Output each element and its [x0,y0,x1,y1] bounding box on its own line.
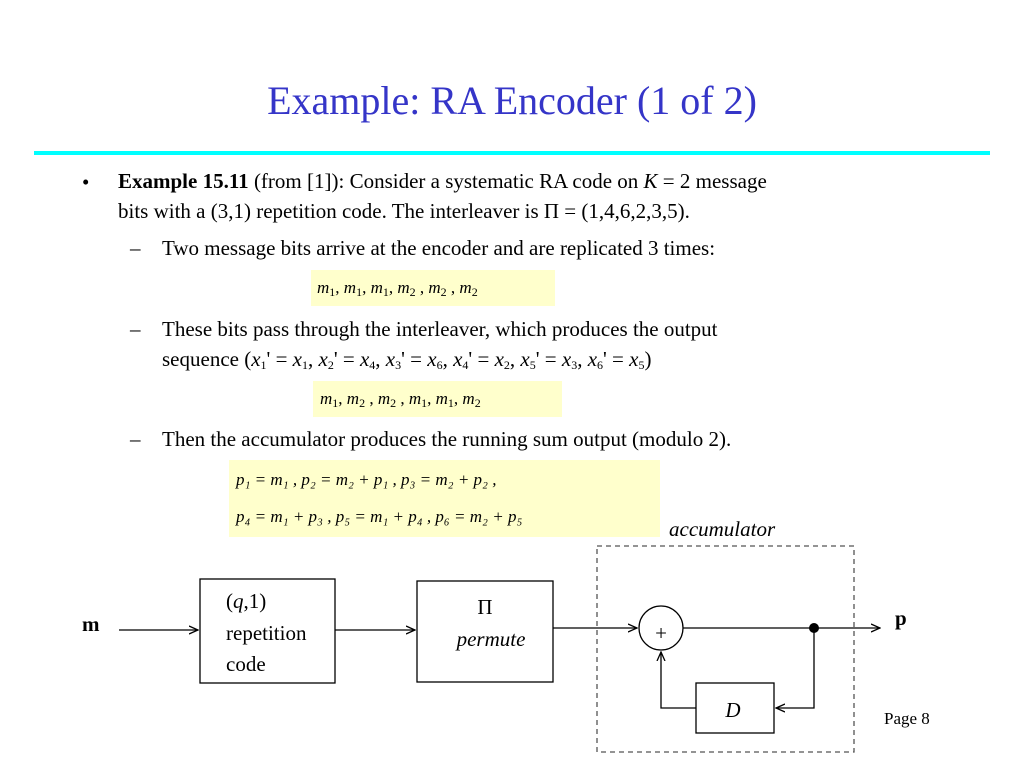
map-rhs: 6 [436,358,443,372]
accumulator-equations-box: p₁ = m₁ , p₂ = m₂ + p₁ , p₃ = m₂ + p₂ , … [229,460,660,537]
bullet-line-2: bits with a (3,1) repetition code. The i… [118,199,690,223]
repetition-label-2: repetition [226,621,307,645]
accumulator-region [596,545,855,753]
sub-marker-3: – [130,427,141,451]
map-lhs: 3 [395,358,402,372]
map-rhs: 4 [369,358,376,372]
int-index: 2 [474,396,481,410]
map-lhs: 5 [529,358,536,372]
delay-label: D [724,698,740,722]
repetition-code-block [199,578,336,684]
interleaved-bits-box: m1, m2 , m2 , m1, m1, m2 [313,381,562,417]
sub-item-2: These bits pass through the interleaver,… [162,317,718,341]
feedback-to-delay-arrow [776,628,815,708]
sub-marker-2: – [130,317,141,341]
map-rhs: 3 [571,358,578,372]
map-rhs: 5 [638,358,645,372]
sequence-prefix: sequence ( [162,347,252,371]
int-index: 2 [359,396,366,410]
map-lhs: 1 [260,358,267,372]
accumulator-label: accumulator [669,517,776,541]
pi-symbol: Π [477,595,492,619]
sub-item-1: Two message bits arrive at the encoder a… [162,236,716,260]
bullet-text-b: = 2 message [657,169,767,193]
repetition-label-q: (q,1) [226,589,266,613]
permute-label: permute [455,627,526,651]
input-label: m [82,612,100,636]
rep-index: 1 [329,285,336,299]
int-index: 1 [421,396,428,410]
bullet-marker: • [82,170,90,194]
accum-eq-line-2: p₄ = m₁ + p₃ , p₅ = m₁ + p₄ , p₆ = m₂ + … [236,507,523,526]
permute-block [416,580,554,683]
bullet-text-a: (from [1]): Consider a systematic RA cod… [248,169,644,193]
sequence-line: sequence (x1' = x1, x2' = x4, x3' = x6, … [162,347,652,372]
delay-block [695,682,775,734]
map-rhs: 1 [302,358,308,372]
int-index: 1 [332,396,339,410]
accum-eq-line-1: p₁ = m₁ , p₂ = m₂ + p₁ , p₃ = m₂ + p₂ , [236,470,497,489]
replicated-bits-eq: m1, m1, m1, m2 , m2 , m2 [317,278,478,299]
rep-index: 2 [471,285,478,299]
map-lhs: 4 [462,358,469,372]
bullet-line-1: Example 15.11 (from [1]): Consider a sys… [118,166,767,196]
map-lhs: 2 [327,358,334,372]
rep-index: 1 [382,285,389,299]
rep-index: 1 [356,285,363,299]
int-index: 2 [390,396,397,410]
map-lhs: 6 [597,358,604,372]
sub-item-3: Then the accumulator produces the runnin… [162,427,732,451]
map-rhs: 2 [503,358,510,372]
interleaved-bits-eq: m1, m2 , m2 , m1, m1, m2 [320,389,481,410]
plus-symbol: + [655,621,667,645]
delay-to-adder-arrow [661,652,696,709]
k-variable: K [643,169,658,193]
title-divider [34,151,990,155]
rep-index: 2 [409,285,416,299]
slide-title: Example: RA Encoder (1 of 2) [267,78,757,123]
output-label: p [895,606,907,630]
sub-marker-1: – [130,236,141,260]
page-number: Page 8 [884,709,930,728]
example-label: Example 15.11 [118,169,249,193]
repetition-label-3: code [226,652,266,676]
replicated-bits-box: m1, m1, m1, m2 , m2 , m2 [311,270,555,306]
rep-index: 2 [440,285,447,299]
int-index: 1 [447,396,454,410]
sequence-suffix: ) [644,347,652,371]
